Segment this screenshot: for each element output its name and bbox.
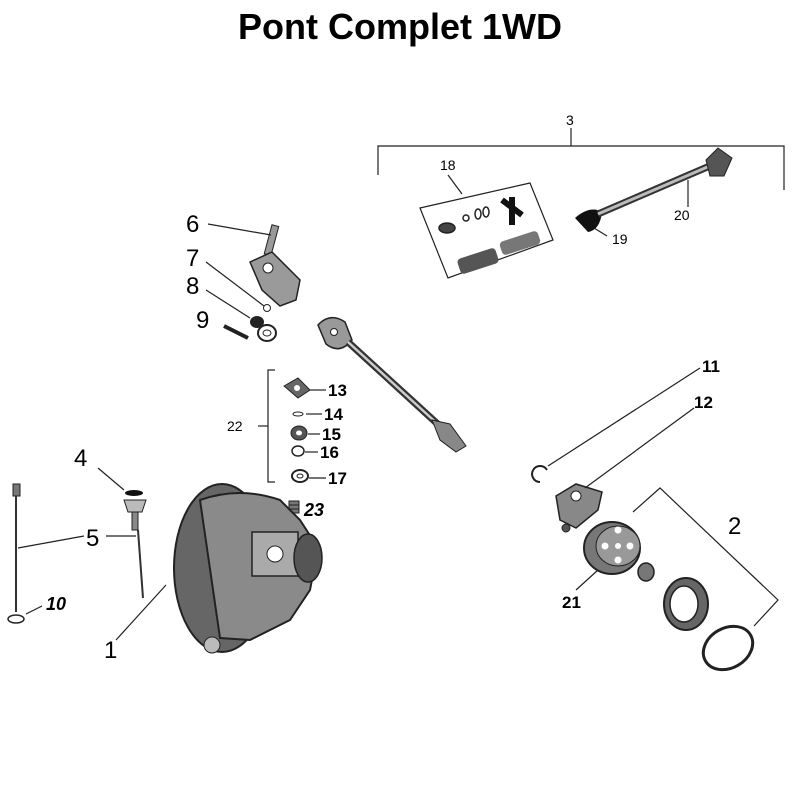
part-17-nut [291, 469, 309, 483]
part-5-dipstick [12, 483, 21, 612]
part-1-axle-housing [173, 483, 323, 654]
bearing-ring [663, 577, 709, 631]
label-17: 17 [328, 469, 347, 488]
label-3: 3 [566, 112, 574, 128]
part-5-filler-tube [123, 499, 147, 599]
label-11: 11 [702, 357, 720, 376]
part-14-washer [292, 411, 304, 417]
label-9: 9 [196, 307, 209, 334]
part-19-boot [575, 209, 602, 232]
retaining-ring [701, 624, 755, 672]
part-10-ring [7, 614, 25, 624]
label-21: 21 [562, 593, 581, 612]
label-6: 6 [186, 211, 199, 238]
label-15: 15 [322, 425, 341, 444]
part-4-cap [125, 490, 143, 496]
link-rod [317, 316, 467, 453]
group-22-bracket [258, 369, 275, 483]
label-4: 4 [74, 445, 87, 472]
part-15-nut [290, 425, 308, 441]
part-11-snap-ring [531, 465, 548, 483]
part-7-washer [263, 304, 271, 312]
label-18: 18 [440, 157, 456, 173]
part-20-driveshaft [596, 147, 733, 218]
label-16: 16 [320, 443, 339, 462]
label-23: 23 [303, 500, 324, 520]
diagram-title: Pont Complet 1WD [238, 6, 562, 47]
part-8-nut [250, 316, 277, 342]
label-22: 22 [227, 418, 243, 434]
bracket-body [249, 251, 301, 307]
label-13: 13 [328, 381, 347, 400]
label-5: 5 [86, 525, 99, 552]
label-1: 1 [104, 637, 117, 664]
label-12: 12 [694, 393, 713, 412]
part-9-bolt [223, 324, 249, 340]
label-20: 20 [674, 207, 690, 223]
label-8: 8 [186, 273, 199, 300]
label-2: 2 [728, 513, 741, 540]
part-16-bushing [291, 445, 305, 457]
label-19: 19 [612, 231, 628, 247]
part-21-hub [583, 521, 641, 575]
part-18-kit [419, 174, 554, 279]
group-2-bracket [632, 487, 779, 627]
group-3-bracket [377, 128, 785, 190]
label-14: 14 [324, 405, 343, 424]
label-10: 10 [46, 594, 66, 614]
part-6-pin [263, 224, 280, 257]
label-7: 7 [186, 245, 199, 272]
part-13-fitting [283, 377, 311, 399]
part-12-yoke [555, 483, 603, 533]
hub-nut [637, 562, 655, 582]
